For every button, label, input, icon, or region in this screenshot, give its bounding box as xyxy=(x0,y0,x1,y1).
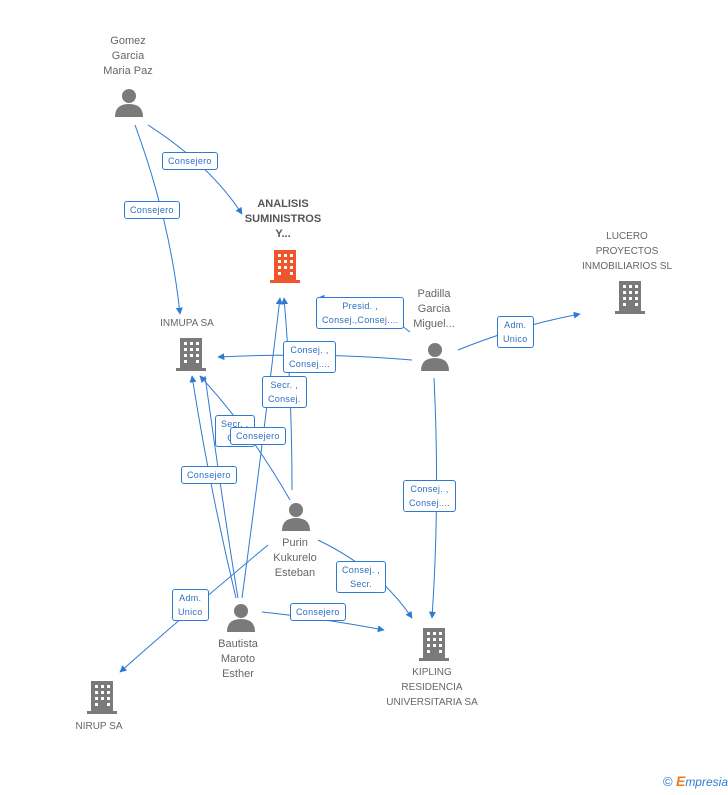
edge-label-gomez-inmupa[interactable]: Consejero xyxy=(124,201,180,219)
person-icon[interactable] xyxy=(226,603,256,633)
edge-label-padilla-analisis[interactable]: Presid. , Consej.,Consej.... xyxy=(316,297,405,329)
node-line: Esteban xyxy=(274,567,316,579)
edge-label-line: Consej.... xyxy=(289,359,331,369)
node-line: Gomez xyxy=(110,35,146,47)
node-line: KIPLING xyxy=(412,667,452,678)
person-label-purin[interactable]: Purin Kukurelo Esteban xyxy=(273,536,316,581)
building-icon[interactable] xyxy=(613,279,647,315)
edge-label-padilla-kipling[interactable]: Consej. , Consej.... xyxy=(403,480,457,512)
edge-label-bautista-inmupa[interactable]: Consejero xyxy=(181,466,237,484)
edge-label-purin-analisis[interactable]: Secr. , Consej. xyxy=(262,376,307,408)
node-line: Purin xyxy=(282,537,308,549)
company-label-nirup[interactable]: NIRUP SA xyxy=(75,719,122,734)
edge-label-line: Adm. xyxy=(504,320,527,330)
edge-label-line: Presid. , xyxy=(342,301,379,311)
edge-label-bautista-kipling[interactable]: Consejero xyxy=(290,603,346,621)
node-line: INMOBILIARIOS SL xyxy=(581,261,673,272)
edge-label-line: Consej. , xyxy=(290,345,329,355)
company-label-analisis[interactable]: ANALISIS SUMINISTROS Y... xyxy=(245,197,321,242)
edge-label-padilla-lucero[interactable]: Adm. Unico xyxy=(497,316,534,348)
node-line: LUCERO xyxy=(606,231,648,242)
person-icon[interactable] xyxy=(114,88,144,118)
edge-label-line: Consej.... xyxy=(409,498,451,508)
node-line: Miguel... xyxy=(413,318,455,330)
node-line: Y... xyxy=(275,228,291,240)
person-icon[interactable] xyxy=(420,342,450,372)
building-icon[interactable] xyxy=(174,336,208,372)
edge-gomez-inmupa xyxy=(134,124,183,315)
node-line: INMUPA SA xyxy=(160,318,214,329)
node-line: ANALISIS xyxy=(257,198,309,210)
node-line: Garcia xyxy=(417,303,451,315)
node-line: Esther xyxy=(222,668,254,680)
person-label-gomez[interactable]: Gomez Garcia Maria Paz xyxy=(103,34,153,79)
edge-label-padilla-inmupa[interactable]: Consej. , Consej.... xyxy=(283,341,337,373)
building-icon[interactable] xyxy=(417,626,451,662)
building-icon[interactable] xyxy=(85,679,119,715)
edge-label-line: Consej. , xyxy=(342,565,381,575)
edge-label-line: Secr. xyxy=(350,579,373,589)
edge-label-line: Unico xyxy=(503,334,528,344)
brand-footer: © Empresia xyxy=(663,773,728,789)
person-icon[interactable] xyxy=(281,502,311,532)
edge-bautista-analisis xyxy=(241,297,283,599)
edge-label-line: Consej. , xyxy=(410,484,449,494)
edge-label-line: Consejero xyxy=(168,156,212,166)
edge-label-purin-kipling[interactable]: Consej. , Secr. xyxy=(336,561,387,593)
edge-label-gomez-analisis[interactable]: Consejero xyxy=(162,152,218,170)
company-label-lucero[interactable]: LUCERO PROYECTOS INMOBILIARIOS SL xyxy=(582,229,672,274)
company-label-inmupa[interactable]: INMUPA SA xyxy=(160,316,214,331)
node-line: Bautista xyxy=(218,638,258,650)
edge-label-line: Unico xyxy=(178,607,203,617)
edge-label-bautista-analisis[interactable]: Consejero xyxy=(230,427,286,445)
edge-label-line: Consejero xyxy=(236,431,280,441)
copyright-icon: © xyxy=(663,774,673,789)
edge-label-line: Secr. , xyxy=(221,419,249,429)
edge-label-line: Consejero xyxy=(296,607,340,617)
edge-label-purin-nirup[interactable]: Adm. Unico xyxy=(172,589,209,621)
person-label-padilla[interactable]: Padilla Garcia Miguel... xyxy=(413,287,455,332)
node-line: Padilla xyxy=(417,288,451,300)
node-line: UNIVERSITARIA SA xyxy=(386,697,478,708)
edge-bautista-inmupa xyxy=(189,375,237,599)
building-icon[interactable] xyxy=(268,248,302,284)
company-label-kipling[interactable]: KIPLING RESIDENCIA UNIVERSITARIA SA xyxy=(386,665,478,710)
edge-label-line: Consejero xyxy=(130,205,174,215)
node-line: RESIDENCIA xyxy=(401,682,463,693)
node-line: Maria Paz xyxy=(103,65,153,77)
edge-label-line: Consejero xyxy=(187,470,231,480)
node-line: Maroto xyxy=(220,653,256,665)
node-line: PROYECTOS xyxy=(595,246,659,257)
node-line: Garcia xyxy=(111,50,145,62)
node-line: SUMINISTROS xyxy=(244,213,322,225)
brand-logo-text: mpresia xyxy=(685,775,728,789)
node-line: NIRUP SA xyxy=(75,721,123,732)
edge-label-line: Consej.,Consej.... xyxy=(322,315,399,325)
edge-label-line: Consej. xyxy=(268,394,301,404)
node-line: Kukurelo xyxy=(273,552,317,564)
edge-bautista-inmupa-secondary xyxy=(204,375,239,599)
person-label-bautista[interactable]: Bautista Maroto Esther xyxy=(218,637,258,682)
edge-label-line: Adm. xyxy=(179,593,202,603)
edge-label-line: Secr. , xyxy=(270,380,299,390)
brand-logo-initial: E xyxy=(675,773,686,789)
